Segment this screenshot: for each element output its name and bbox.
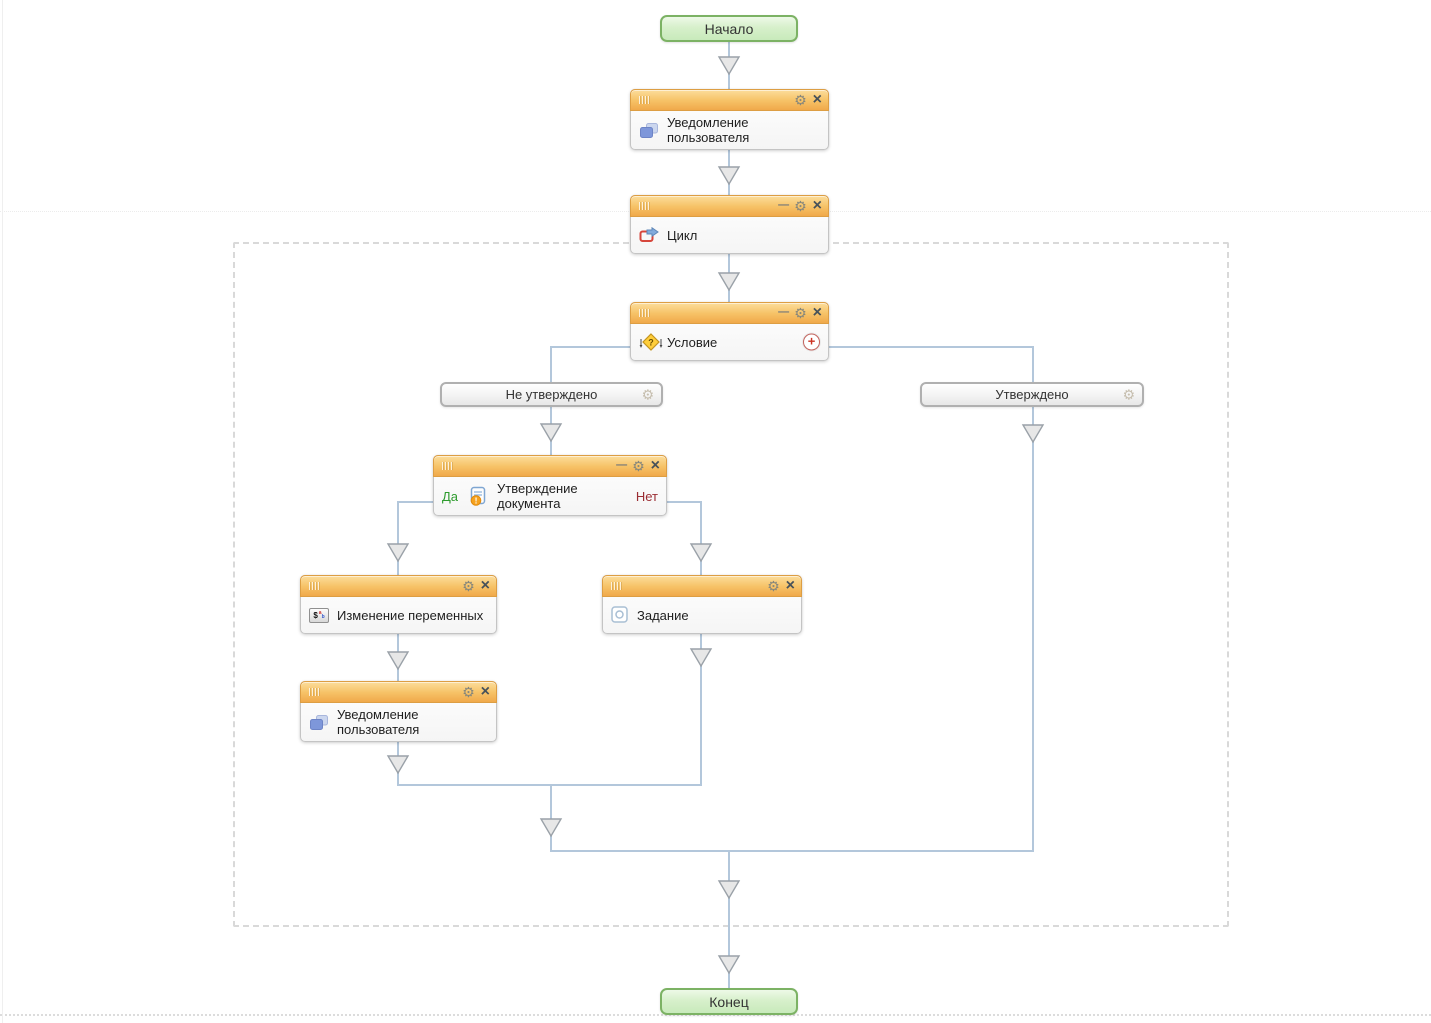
connector-arrowhead bbox=[717, 166, 741, 186]
drag-handle[interactable] bbox=[309, 582, 319, 590]
loop-block[interactable]: — ⚙ × Цикл bbox=[630, 195, 829, 254]
connector-arrowhead bbox=[386, 651, 410, 671]
close-icon[interactable]: × bbox=[812, 303, 822, 321]
connector-arrowhead bbox=[717, 880, 741, 900]
block-title: Цикл bbox=[667, 227, 698, 243]
page-boundary-line bbox=[0, 1014, 1431, 1016]
block-title: Уведомление пользователя bbox=[667, 115, 750, 145]
no-branch-label: Нет bbox=[635, 488, 658, 504]
drag-handle[interactable] bbox=[611, 582, 621, 590]
settings-icon[interactable]: ⚙ bbox=[767, 578, 780, 594]
settings-icon[interactable]: ⚙ bbox=[794, 198, 807, 214]
close-icon[interactable]: × bbox=[812, 90, 822, 108]
close-icon[interactable]: × bbox=[480, 576, 490, 594]
block-header[interactable]: — ⚙ × bbox=[433, 455, 667, 477]
user-notification-icon bbox=[639, 122, 659, 139]
branch-settings-icon[interactable]: ⚙ bbox=[641, 386, 654, 402]
settings-icon[interactable]: ⚙ bbox=[794, 92, 807, 108]
connector-arrowhead bbox=[386, 543, 410, 563]
drag-handle[interactable] bbox=[309, 688, 319, 696]
notify-bottom-block[interactable]: ⚙ × Уведомление пользователя bbox=[300, 681, 497, 742]
drag-handle[interactable] bbox=[639, 202, 649, 210]
add-branch-icon[interactable]: + bbox=[803, 333, 820, 351]
svg-text:?: ? bbox=[648, 338, 654, 348]
connector-arrowhead bbox=[539, 423, 563, 443]
block-header[interactable]: — ⚙ × bbox=[630, 302, 829, 324]
condition-icon: ? bbox=[639, 333, 663, 351]
start-node[interactable]: Начало bbox=[660, 15, 798, 42]
block-header[interactable]: ⚙ × bbox=[300, 681, 497, 703]
connector-line bbox=[1032, 404, 1034, 852]
connector-arrowhead bbox=[1021, 424, 1045, 444]
connector-line bbox=[1032, 347, 1034, 383]
connector-arrowhead bbox=[717, 56, 741, 76]
connector-line bbox=[550, 850, 1034, 852]
drag-handle[interactable] bbox=[442, 462, 452, 470]
connector-arrowhead bbox=[539, 818, 563, 838]
branch-approved[interactable]: Утверждено ⚙ bbox=[920, 382, 1144, 407]
connector-line bbox=[550, 347, 552, 383]
connector-arrowhead bbox=[717, 272, 741, 292]
document-approval-icon: ! bbox=[470, 486, 489, 506]
settings-icon[interactable]: ⚙ bbox=[462, 684, 475, 700]
block-title: Задание bbox=[637, 607, 689, 623]
minimize-icon[interactable]: — bbox=[778, 198, 789, 211]
minimize-icon[interactable]: — bbox=[778, 305, 789, 318]
settings-icon[interactable]: ⚙ bbox=[794, 305, 807, 321]
loop-icon bbox=[639, 227, 659, 243]
close-icon[interactable]: × bbox=[650, 456, 660, 474]
branch-label: Утверждено bbox=[995, 387, 1069, 402]
connector-line bbox=[397, 784, 702, 786]
connector-line bbox=[397, 501, 435, 503]
connector-arrowhead bbox=[386, 755, 410, 775]
block-header[interactable]: ⚙ × bbox=[602, 575, 802, 597]
settings-icon[interactable]: ⚙ bbox=[462, 578, 475, 594]
connector-line bbox=[728, 851, 730, 989]
user-notification-icon bbox=[309, 714, 329, 731]
drag-handle[interactable] bbox=[639, 96, 649, 104]
connector-arrowhead bbox=[689, 543, 713, 563]
task-block[interactable]: ⚙ × Задание bbox=[602, 575, 802, 634]
close-icon[interactable]: × bbox=[785, 576, 795, 594]
condition-block[interactable]: — ⚙ × ? Условие + bbox=[630, 302, 829, 361]
end-label: Конец bbox=[709, 993, 749, 1010]
start-label: Начало bbox=[704, 20, 754, 37]
close-icon[interactable]: × bbox=[812, 196, 822, 214]
connector-arrowhead bbox=[717, 955, 741, 975]
block-header[interactable]: ⚙ × bbox=[630, 89, 829, 111]
branch-label: Не утверждено bbox=[505, 387, 598, 402]
block-title: Условие bbox=[667, 334, 718, 350]
block-header[interactable]: — ⚙ × bbox=[630, 195, 829, 217]
yes-branch-label: Да bbox=[442, 488, 459, 504]
approval-block[interactable]: — ⚙ × Да ! Утверждение документа Нет bbox=[433, 455, 667, 516]
connector-line bbox=[550, 346, 631, 348]
branch-not-approved[interactable]: Не утверждено ⚙ bbox=[440, 382, 663, 407]
close-icon[interactable]: × bbox=[480, 682, 490, 700]
block-title: Утверждение документа bbox=[497, 481, 578, 511]
branch-settings-icon[interactable]: ⚙ bbox=[1122, 386, 1135, 402]
page-boundary-line bbox=[2, 0, 3, 1023]
connector-line bbox=[700, 631, 702, 786]
block-title: Уведомление пользователя bbox=[337, 707, 420, 737]
drag-handle[interactable] bbox=[639, 309, 649, 317]
minimize-icon[interactable]: — bbox=[616, 458, 627, 471]
connector-line bbox=[397, 502, 399, 576]
connector-arrowhead bbox=[689, 648, 713, 668]
notify-top-block[interactable]: ⚙ × Уведомление пользователя bbox=[630, 89, 829, 150]
task-icon bbox=[611, 606, 629, 624]
settings-icon[interactable]: ⚙ bbox=[632, 458, 645, 474]
block-title: Изменение переменных bbox=[337, 607, 484, 623]
svg-text:!: ! bbox=[475, 495, 478, 505]
connector-line bbox=[826, 346, 1034, 348]
block-header[interactable]: ⚙ × bbox=[300, 575, 497, 597]
connector-line bbox=[700, 502, 702, 576]
connector-line bbox=[664, 501, 702, 503]
end-node[interactable]: Конец bbox=[660, 988, 798, 1015]
